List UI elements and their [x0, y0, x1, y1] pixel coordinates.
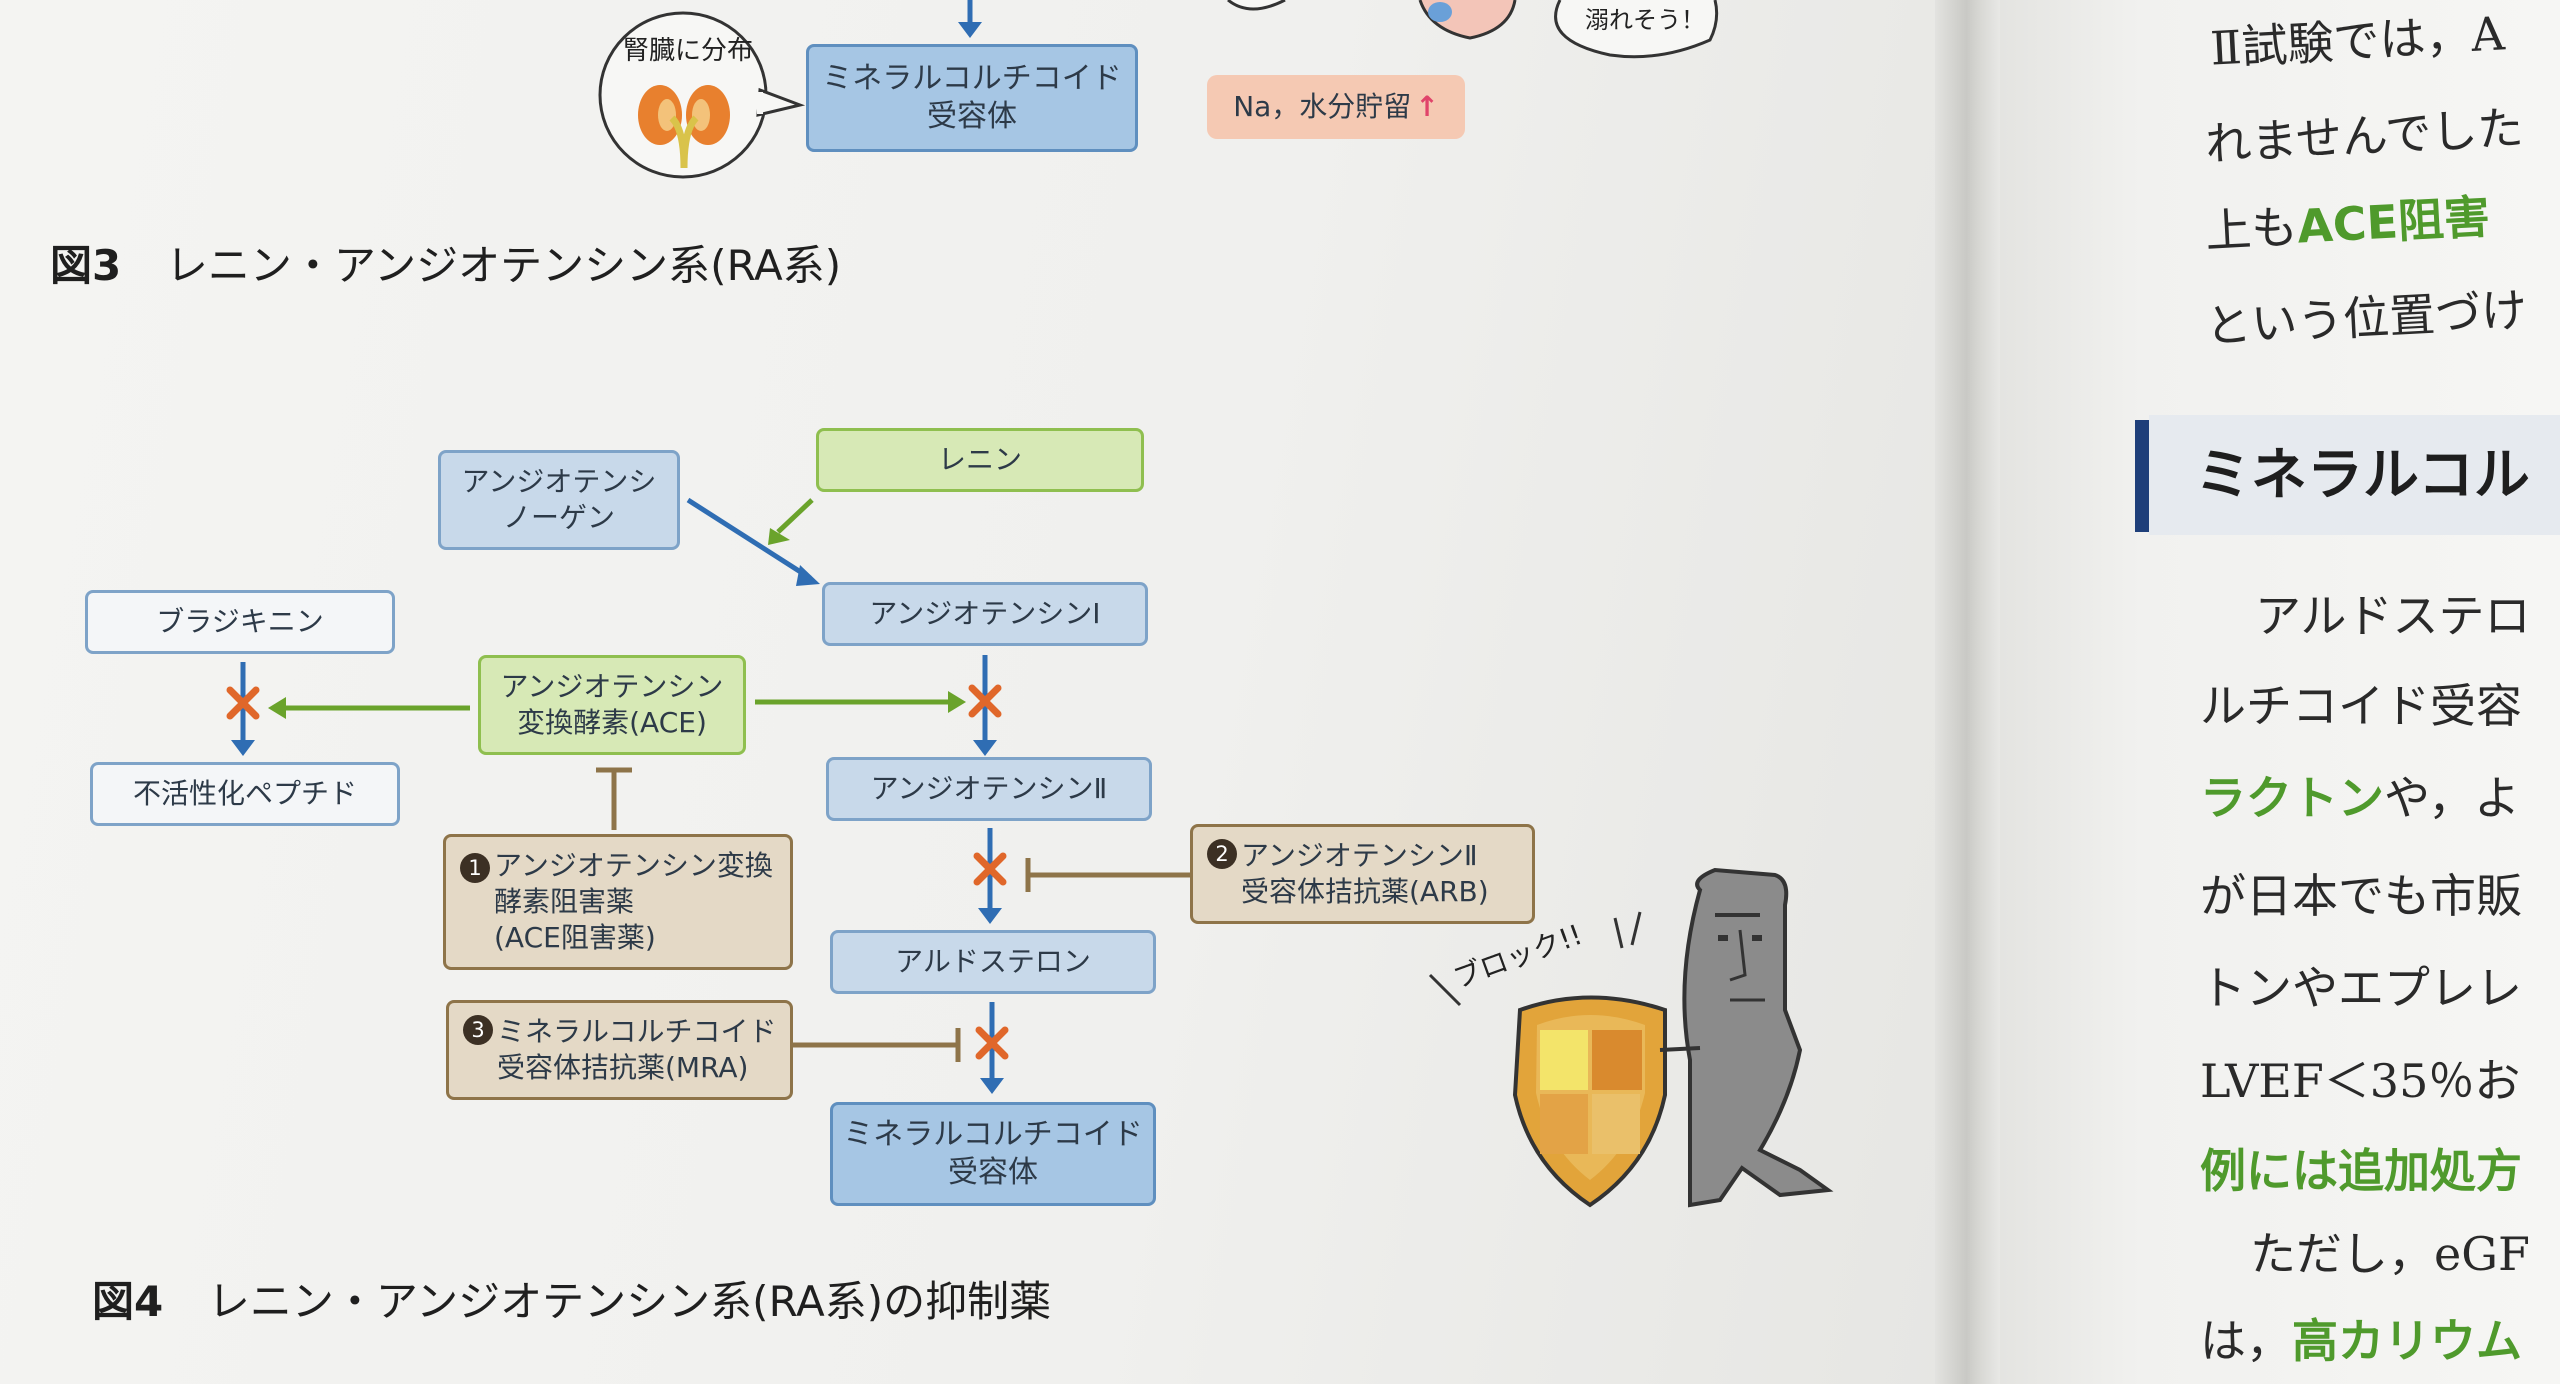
aldosterone-label: アルドステロン [895, 945, 1091, 979]
right-line-7-post: や，よ [2384, 771, 2521, 825]
ace-label: アンジオテンシン 変換酵素(ACE) [500, 670, 724, 739]
right-line-11-green: 例には追加処方 [2200, 1144, 2522, 1198]
ace-box: アンジオテンシン 変換酵素(ACE) [478, 655, 746, 755]
fig3-mr-receptor-label: ミネラルコルチコイド 受容体 [822, 60, 1122, 134]
renin-box: レニン [816, 428, 1144, 492]
kidney-label: 腎臓に分布 [623, 36, 754, 66]
angiotensinogen-label: アンジオテンシ ノーゲン [461, 465, 657, 534]
moai-shield-illustration [1428, 867, 1834, 1208]
drug3-label: ミネラルコルチコイド 受容体拮抗薬(MRA) [497, 1015, 777, 1084]
fig4-caption: 図4 レニン・アンジオテンシン系(RA系)の抑制薬 [92, 1268, 1051, 1329]
page-gutter [1935, 0, 2005, 1384]
fig3-caption: 図3 レニン・アンジオテンシン系(RA系) [50, 232, 841, 293]
section-heading-bar [2135, 420, 2149, 532]
right-page [2000, 0, 2560, 1384]
section-heading-band [2149, 415, 2560, 535]
fig4-mr-receptor-label: ミネラルコルチコイド 受容体 [843, 1116, 1143, 1190]
drug3-number-badge: 3 [463, 1015, 493, 1045]
block-cross-icon [226, 684, 1009, 1060]
right-line-8: が日本でも市販 [2200, 869, 2522, 923]
speech-bubble [1554, 0, 1719, 59]
speech-text: 溺れそう！ [1585, 6, 1705, 34]
angiotensin1-box: アンジオテンシンⅠ [822, 582, 1148, 646]
drug1-number-badge: 1 [460, 853, 490, 883]
section-heading: ミネラルコル [2195, 443, 2530, 508]
right-line-7-green: ラクトン [2200, 771, 2384, 825]
angiotensin1-label: アンジオテンシンⅠ [869, 597, 1101, 631]
angiotensin2-box: アンジオテンシンⅡ [826, 757, 1152, 821]
fig4-caption-num: 図4 [92, 1277, 164, 1326]
bradykinin-box: ブラジキニン [85, 590, 395, 654]
right-line-13: は，高カリウム [2200, 1305, 2522, 1371]
drug2-arb-box: 2 アンジオテンシンⅡ 受容体拮抗薬(ARB) [1190, 824, 1535, 924]
renin-label: レニン [937, 443, 1022, 477]
angiotensinogen-box: アンジオテンシ ノーゲン [438, 450, 680, 550]
aldosterone-box: アルドステロン [830, 930, 1156, 994]
drug3-mra-box: 3 ミネラルコルチコイド 受容体拮抗薬(MRA) [446, 1000, 793, 1100]
fig4-caption-text: レニン・アンジオテンシン系(RA系)の抑制薬 [207, 1277, 1052, 1326]
inactive-peptide-label: 不活性化ペプチド [132, 777, 357, 811]
right-line-6: ルチコイド受容 [2200, 679, 2522, 733]
drug1-ace-inhibitor-box: 1 アンジオテンシン変換 酵素阻害薬 (ACE阻害薬) [443, 834, 793, 970]
up-arrow-icon: ↑ [1415, 90, 1439, 124]
drug1-label: アンジオテンシン変換 酵素阻害薬 (ACE阻害薬) [494, 849, 773, 954]
drug2-label: アンジオテンシンⅡ 受容体拮抗薬(ARB) [1241, 839, 1489, 908]
right-line-9: トンやエプレレ [2200, 961, 2522, 1015]
fig3-caption-num: 図3 [50, 241, 122, 290]
right-line-12: ただし，eGF [2250, 1227, 2530, 1281]
bradykinin-label: ブラジキニン [156, 605, 324, 639]
angiotensin2-label: アンジオテンシンⅡ [870, 772, 1108, 806]
right-line-10: LVEF＜35％お [2200, 1054, 2521, 1108]
right-line-13-pre: は， [2200, 1314, 2292, 1368]
right-line-3-pre: 上も [2203, 199, 2299, 259]
kidney-icon [638, 85, 730, 169]
fig4-mr-receptor-box: ミネラルコルチコイド 受容体 [830, 1102, 1156, 1206]
fig3-effect-label: Na，水分貯留 [1233, 90, 1412, 124]
right-line-7: ラクトンや，よ [2200, 762, 2520, 828]
right-line-5: アルドステロ [2255, 589, 2531, 643]
drug2-number-badge: 2 [1207, 839, 1237, 869]
right-line-3-green: ACE阻害 [2295, 189, 2492, 254]
inactive-peptide-box: 不活性化ペプチド [90, 762, 400, 826]
fig3-mr-receptor-box: ミネラルコルチコイド 受容体 [806, 44, 1138, 152]
right-line-13-green: 高カリウム [2292, 1314, 2522, 1368]
right-line-11: 例には追加処方 [2200, 1135, 2522, 1201]
fig3-caption-text: レニン・アンジオテンシン系(RA系) [165, 241, 842, 290]
fig3-effect-box: Na，水分貯留 ↑ [1207, 75, 1465, 139]
